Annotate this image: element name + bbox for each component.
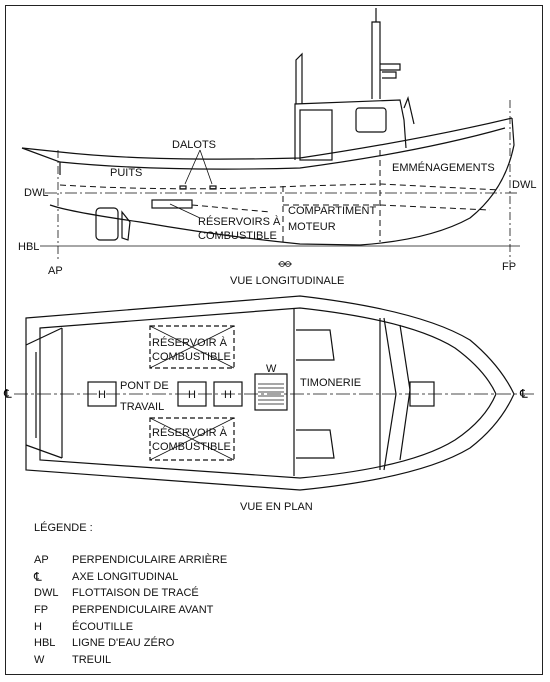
legend-row-h: H ÉCOUTILLE xyxy=(34,618,227,635)
label-reservoirs-2: COMBUSTIBLE xyxy=(198,230,277,242)
bow-inner-1 xyxy=(399,324,411,461)
label-pont-1: PONT DE xyxy=(120,380,169,392)
mast xyxy=(371,21,381,99)
legend-row-hbl: HBL LIGNE D'EAU ZÉRO xyxy=(34,635,227,652)
legend-row-cl: ℄ AXE LONGITUDINAL xyxy=(34,569,227,586)
label-hatch-3: H xyxy=(224,389,232,401)
label-hatch-1: H xyxy=(98,389,106,401)
hull-plan-inner xyxy=(39,307,497,479)
legend-row-fp: FP PERPENDICULAIRE AVANT xyxy=(34,602,227,619)
legend-text: LIGNE D'EAU ZÉRO xyxy=(72,637,175,650)
legend-row-w: W TREUIL xyxy=(34,652,227,669)
reservoir-arrow xyxy=(169,203,201,219)
wheelhouse-window xyxy=(355,107,387,133)
bench-bottom xyxy=(296,429,335,459)
label-res-bot-1: RÉSERVOIR À xyxy=(152,426,228,439)
tank-bottom-cross xyxy=(149,417,235,461)
legend-abbr: W xyxy=(34,653,45,666)
winch xyxy=(254,373,288,411)
profile-gunwale xyxy=(59,127,506,170)
profile-bottom xyxy=(49,204,361,246)
legend-abbr: AP xyxy=(34,554,49,567)
legend-row-dwl: DWL FLOTTAISON DE TRACÉ xyxy=(34,585,227,602)
legend-abbr: FP xyxy=(34,604,49,617)
legend-abbr: H xyxy=(34,620,42,633)
tank-dash xyxy=(191,204,271,213)
legend-abbr: DWL xyxy=(34,587,59,600)
profile-sheer xyxy=(21,117,513,160)
cabin-front xyxy=(403,95,415,125)
radar-2 xyxy=(382,71,397,79)
stern-bevel-top xyxy=(25,327,63,346)
label-res-top-1: RÉSERVOIR À xyxy=(152,336,228,349)
frame-border xyxy=(5,5,543,675)
radar xyxy=(380,63,401,71)
label-compartiment-1: COMPARTIMENT xyxy=(288,205,376,217)
label-emmenagements: EMMÉNAGEMENTS xyxy=(392,161,495,174)
tank-top-cross xyxy=(149,325,235,369)
label-dwl-right: DWL xyxy=(512,179,536,191)
label-hbl: HBL xyxy=(18,241,39,253)
legend-text: TREUIL xyxy=(72,653,112,666)
label-reservoirs-1: RÉSERVOIRS À xyxy=(198,215,281,228)
label-fp: FP xyxy=(502,261,516,273)
propeller xyxy=(121,210,131,241)
profile-bow xyxy=(359,117,515,246)
label-puits: PUITS xyxy=(110,167,142,179)
legend: LÉGENDE : AP PERPENDICULAIRE ARRIÈRE ℄ A… xyxy=(34,520,227,668)
legend-row-ap: AP PERPENDICULAIRE ARRIÈRE xyxy=(34,552,227,569)
fwd-berth xyxy=(379,204,491,211)
legend-text: PERPENDICULAIRE AVANT xyxy=(72,604,214,617)
legend-abbr: ℄ xyxy=(34,569,42,584)
exhaust xyxy=(295,52,303,104)
caption-plan-view: VUE EN PLAN xyxy=(240,501,313,513)
stern-bevel-bottom xyxy=(25,444,63,459)
wheelhouse-door xyxy=(299,109,333,161)
hull-plan-outer xyxy=(25,295,515,491)
label-ap: AP xyxy=(48,265,63,277)
dalots-arrow-1 xyxy=(184,149,201,185)
legend-text: PERPENDICULAIRE ARRIÈRE xyxy=(72,554,228,567)
legend-text: ÉCOUTILLE xyxy=(72,620,134,633)
wheelhouse xyxy=(294,99,407,160)
tank-bottom xyxy=(149,417,235,461)
label-dwl-left: DWL xyxy=(24,187,48,199)
label-pont-2: TRAVAIL xyxy=(120,401,164,413)
label-dalots: DALOTS xyxy=(172,139,216,151)
label-compartiment-2: MOTEUR xyxy=(288,221,336,233)
tank-profile xyxy=(151,199,193,209)
legend-text: AXE LONGITUDINAL xyxy=(72,570,179,583)
profile-stern xyxy=(21,147,61,175)
legend-text: FLOTTAISON DE TRACÉ xyxy=(72,587,199,600)
deck-line xyxy=(59,183,501,191)
hatch-3 xyxy=(213,381,243,407)
legend-abbr: HBL xyxy=(34,637,56,650)
rudder xyxy=(95,207,119,241)
label-timonerie: TIMONERIE xyxy=(300,377,361,389)
label-winch: W xyxy=(266,363,277,375)
legend-title: LÉGENDE : xyxy=(34,522,93,534)
label-hatch-2: H xyxy=(188,389,196,401)
centerline-symbol-right: ℄ xyxy=(519,387,528,401)
dalots-arrow-2 xyxy=(199,149,213,185)
label-res-bot-2: COMBUSTIBLE xyxy=(152,441,231,453)
caption-profile-view: VUE LONGITUDINALE xyxy=(230,275,344,287)
bench-top xyxy=(296,329,335,361)
label-res-top-2: COMBUSTIBLE xyxy=(152,351,231,363)
tank-top xyxy=(149,325,235,369)
centerline-symbol-left: ℄ xyxy=(3,387,12,401)
